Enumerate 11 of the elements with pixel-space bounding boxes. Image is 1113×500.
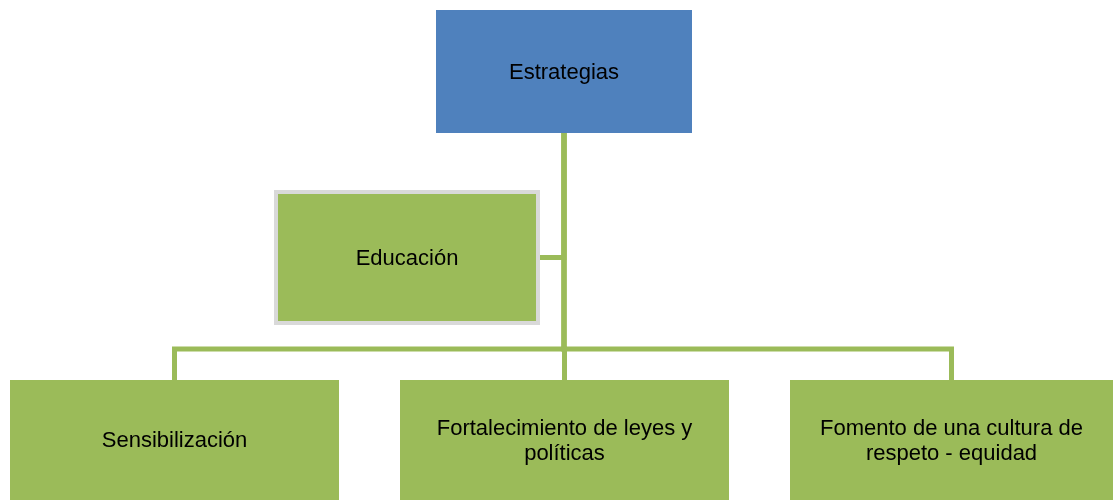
category-box — [400, 380, 729, 500]
category-box — [10, 380, 339, 500]
connector-line — [561, 133, 954, 380]
box-label: Estrategias — [507, 58, 621, 85]
box-label: Fomento de una cultura de respeto - equidad — [819, 414, 1084, 466]
box-label: Sensibilización — [100, 427, 249, 453]
category-box — [790, 380, 1113, 500]
heading-box — [436, 10, 692, 133]
category-box — [274, 190, 540, 325]
box-label: Fortalecimiento de leyes y políticas — [435, 414, 694, 466]
box-label: Educación — [354, 244, 460, 271]
